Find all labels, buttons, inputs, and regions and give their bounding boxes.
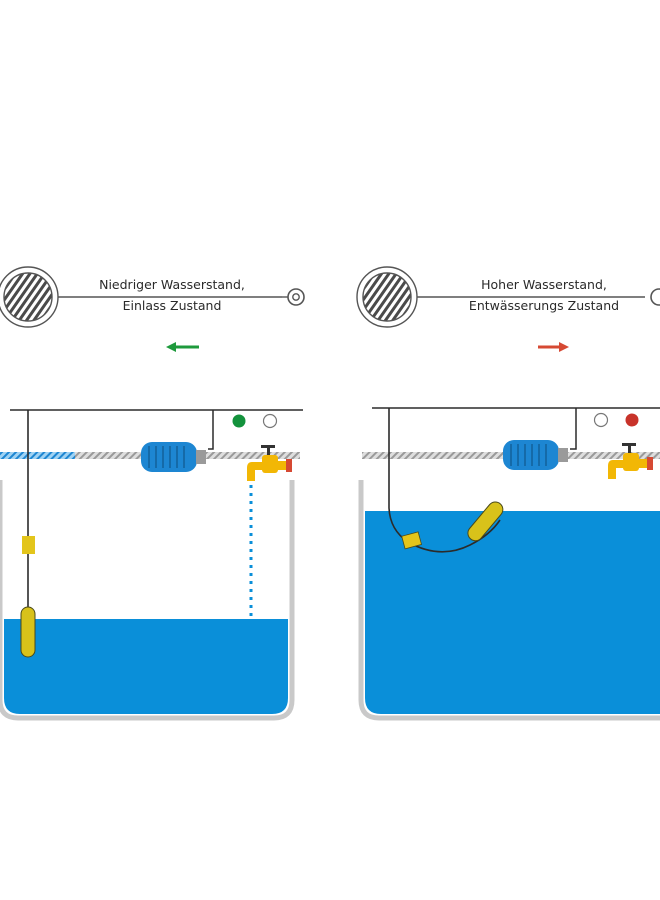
float-switch-icon [0, 266, 305, 328]
inlet-pipe-filled [0, 452, 75, 459]
indicator-light-active [232, 414, 246, 428]
float-switch-body [467, 501, 504, 542]
pump-icon [503, 440, 568, 470]
indicator-light-off [262, 413, 278, 429]
caption-line1: Niedriger Wasserstand, [99, 277, 245, 292]
float-weight [401, 531, 422, 550]
faucet-icon [608, 443, 653, 479]
pump-icon [141, 442, 206, 472]
caption-line2: Entwässerungs Zustand [469, 298, 619, 313]
panel-high-water: Hoher Wasserstand, Entwässerungs Zustand [356, 266, 660, 721]
float-weight [22, 536, 35, 554]
float-cable [388, 408, 501, 553]
caption-line1: Hoher Wasserstand, [481, 277, 607, 292]
tank-wall [358, 480, 660, 721]
flow-arrow-right-icon [538, 342, 569, 352]
water-body [4, 619, 288, 714]
faucet-icon [247, 445, 292, 481]
float-switch-body [20, 606, 36, 658]
panel-low-water: Niedriger Wasserstand, Einlass Zustand [0, 266, 305, 721]
indicator-light-active [625, 413, 639, 427]
flow-arrow-left-icon [166, 342, 199, 352]
water-body [365, 511, 660, 714]
caption-line2: Einlass Zustand [123, 298, 222, 313]
indicator-light-off [593, 412, 609, 428]
float-switch-icon [356, 266, 660, 328]
tank-wall [0, 480, 295, 721]
